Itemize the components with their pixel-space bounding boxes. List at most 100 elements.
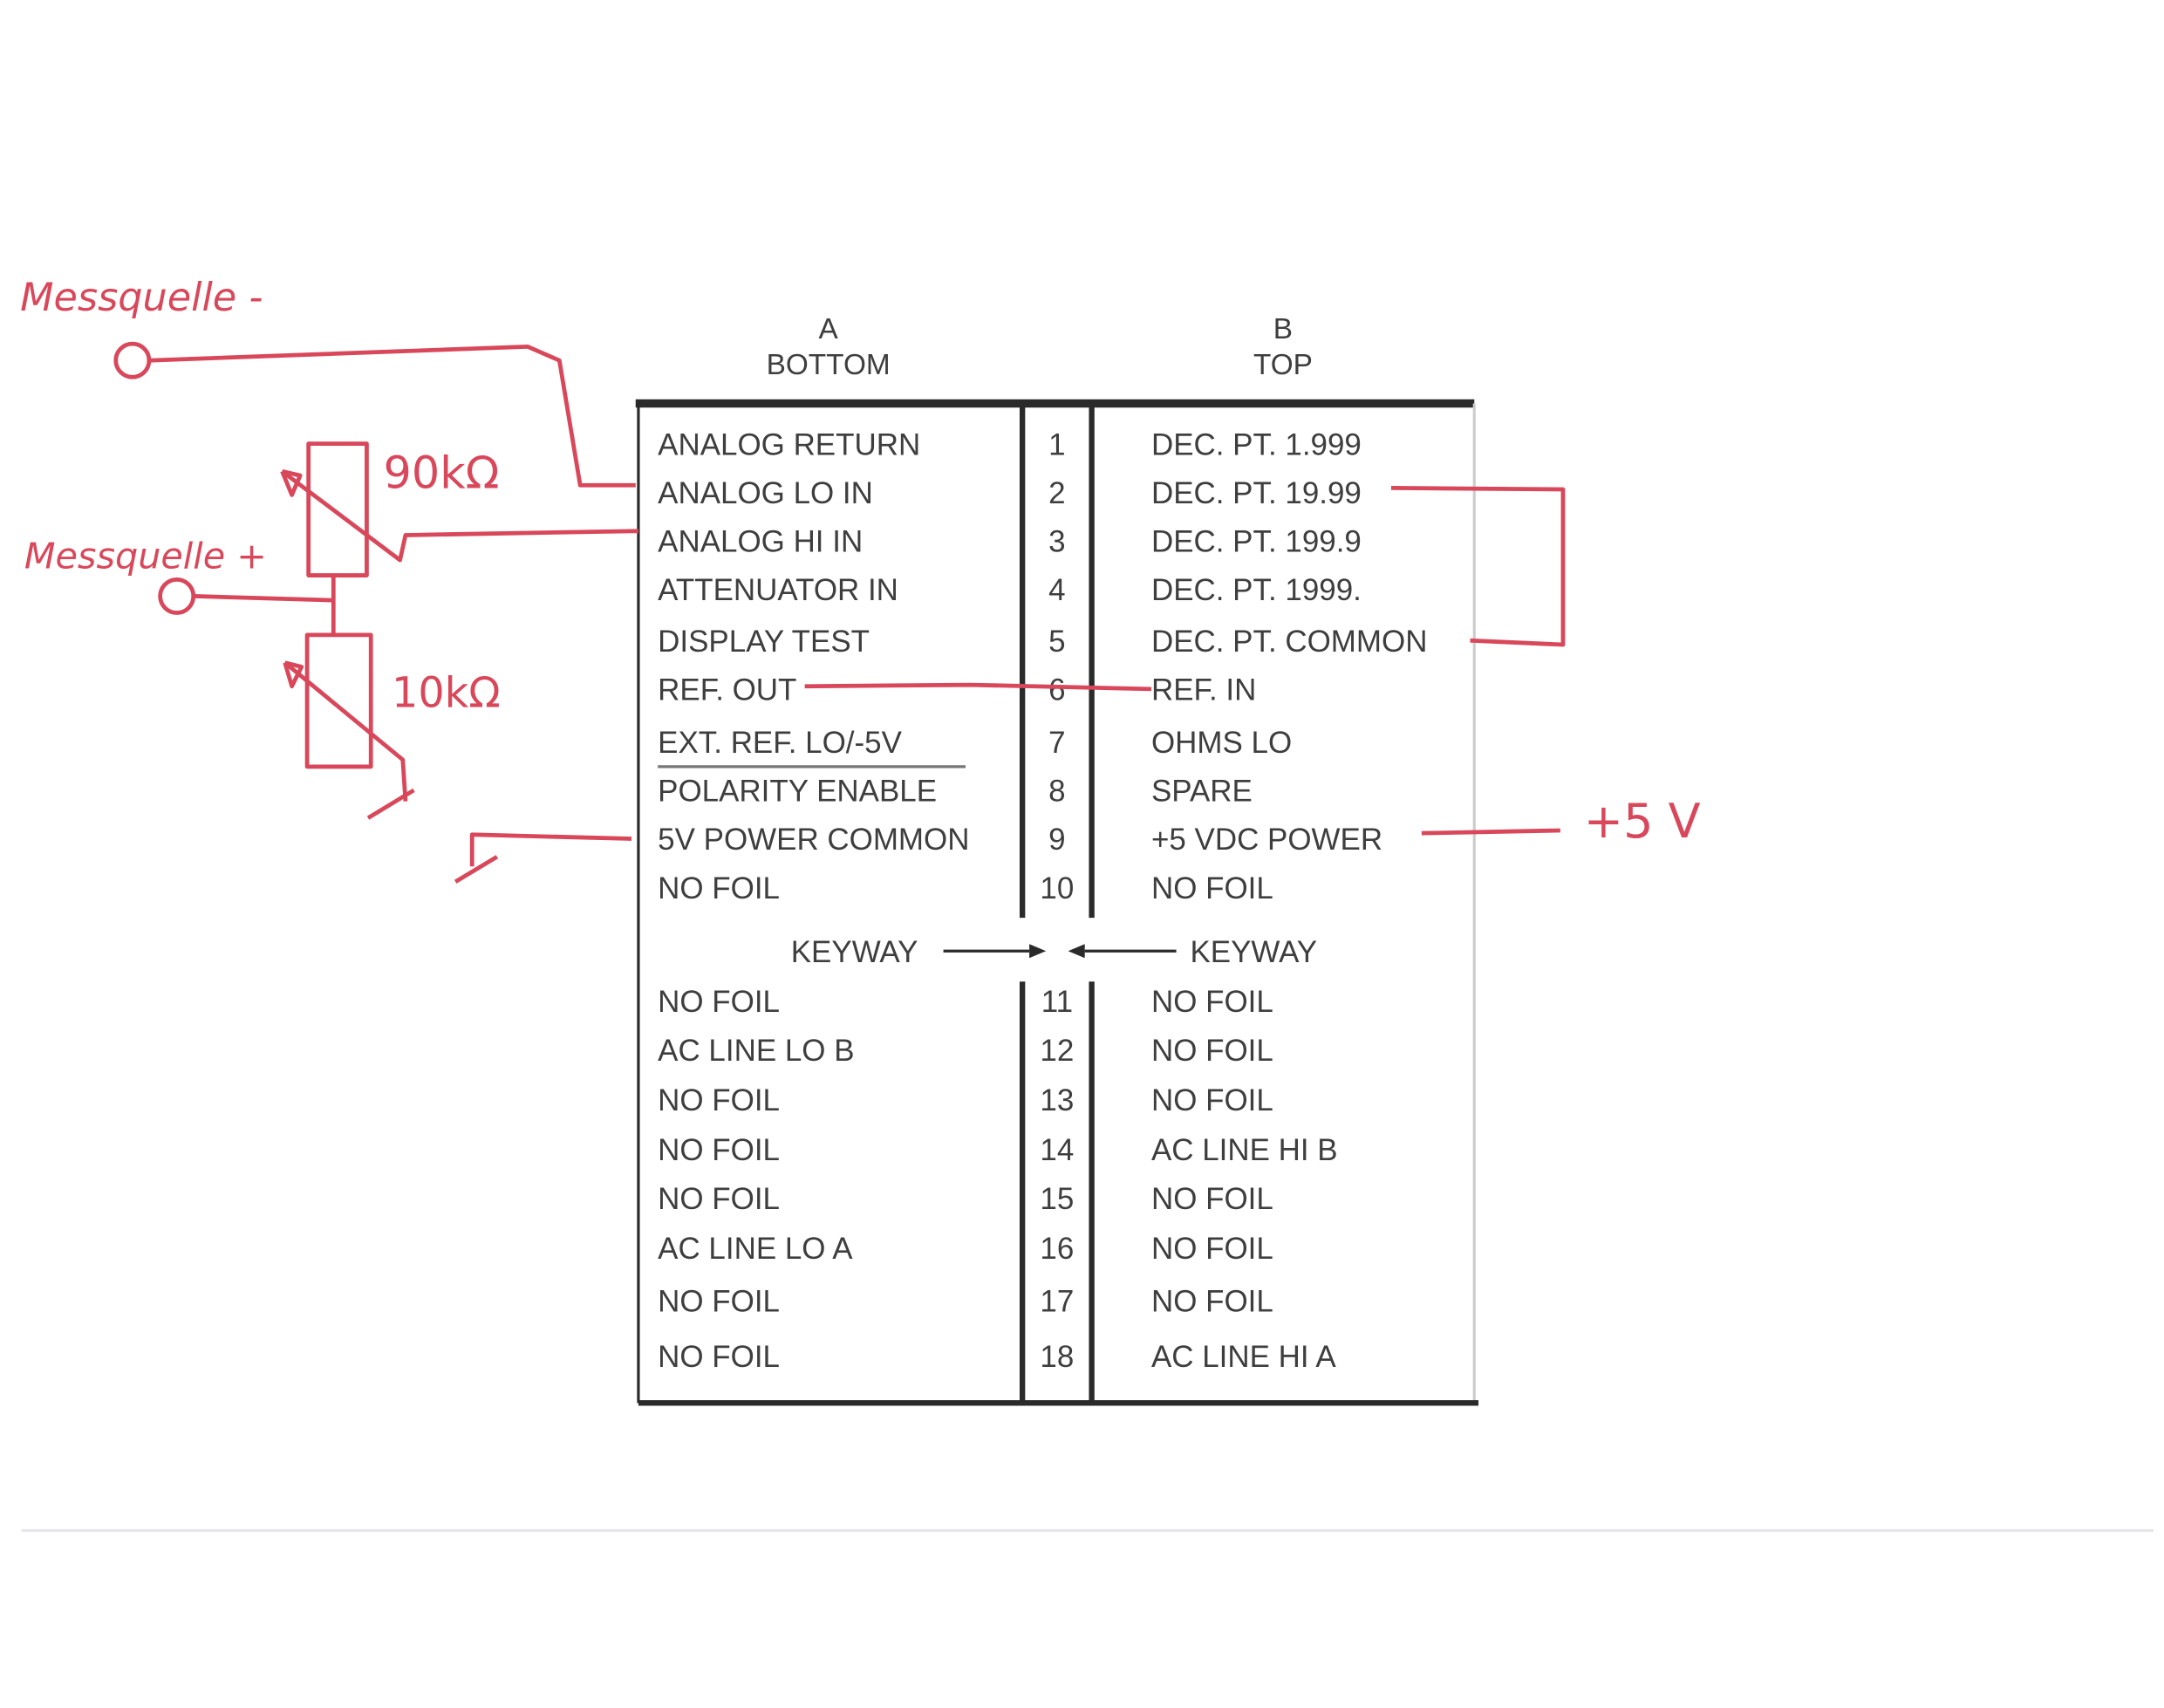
side-b-signal: DEC. PT. 199.9 (1151, 525, 1362, 559)
handwritten-circuit: Messquelle - 90kΩ Messquelle + 10kΩ +5 V (20, 276, 1701, 884)
side-a-signal: POLARITY ENABLE (658, 775, 937, 809)
pin-number: 4 (1048, 573, 1065, 607)
pin-number: 16 (1040, 1232, 1074, 1266)
pin-number: 3 (1048, 525, 1065, 559)
table-row: NO FOIL 18 AC LINE HI A (658, 1340, 1336, 1374)
table-row: POLARITY ENABLE 8 SPARE (658, 775, 1253, 809)
pin-number: 7 (1048, 726, 1065, 760)
side-b-signal: NO FOIL (1151, 1083, 1273, 1117)
pin-number: 14 (1040, 1133, 1074, 1167)
resistor-10k-label: 10kΩ (392, 670, 501, 718)
side-a-signal: ANALOG HI IN (658, 525, 863, 559)
table-row: ANALOG HI IN 3 DEC. PT. 199.9 (658, 525, 1362, 559)
side-b-signal: REF. IN (1151, 673, 1256, 707)
table-row: ANALOG RETURN 1 DEC. PT. 1.999 (658, 427, 1362, 461)
table-row: NO FOIL 14 AC LINE HI B (658, 1133, 1337, 1167)
ground-icon (454, 855, 499, 884)
pin-number: 18 (1040, 1340, 1074, 1374)
column-a-label: BOTTOM (767, 349, 891, 381)
pin-number: 13 (1040, 1083, 1074, 1117)
side-b-signal: AC LINE HI A (1151, 1340, 1336, 1374)
wire-analog-hi (281, 469, 638, 563)
column-a-letter: A (819, 313, 839, 345)
side-b-signal: NO FOIL (1151, 871, 1273, 905)
resistor-90k-label: 90kΩ (383, 447, 499, 498)
table-row: AC LINE LO B 12 NO FOIL (658, 1034, 1273, 1068)
pin-number: 11 (1041, 985, 1073, 1019)
side-b-signal: DEC. PT. 19.99 (1151, 476, 1362, 510)
pin-number: 6 (1048, 673, 1065, 707)
side-a-signal: AC LINE LO A (658, 1232, 853, 1266)
wire-lower-wiper (283, 660, 408, 802)
side-a-signal: NO FOIL (658, 871, 780, 905)
ground-icon (366, 788, 415, 820)
table-row: ATTENUATOR IN 4 DEC. PT. 1999. (658, 573, 1362, 607)
pin-number: 12 (1040, 1034, 1074, 1068)
pinout-table: A BOTTOM B TOP ANALOG RETURN 1 DEC. PT. 1.… (635, 313, 1479, 1406)
keyway-right-label: KEYWAY (1190, 935, 1317, 969)
wire-5v (1421, 828, 1560, 836)
pin-number: 2 (1048, 476, 1065, 510)
table-row: EXT. REF. LO/-5V 7 OHMS LO (658, 726, 1292, 760)
side-b-signal: AC LINE HI B (1151, 1133, 1338, 1167)
side-b-signal: DEC. PT. 1999. (1151, 573, 1362, 607)
terminal-plus-icon (158, 577, 196, 615)
side-a-signal: NO FOIL (658, 1083, 780, 1117)
side-a-signal: DISPLAY TEST (658, 625, 870, 659)
side-a-signal: NO FOIL (658, 1284, 780, 1318)
side-b-signal: +5 VDC POWER (1151, 823, 1382, 857)
side-a-signal: ATTENUATOR IN (658, 573, 898, 607)
table-row: NO FOIL 11 NO FOIL (658, 985, 1273, 1019)
side-a-signal: AC LINE LO B (658, 1034, 854, 1068)
resistor-90k-icon (306, 441, 369, 577)
pin-number: 5 (1048, 625, 1065, 659)
wire-analog-lo (148, 344, 636, 488)
column-b-label: TOP (1253, 349, 1313, 381)
side-b-signal: NO FOIL (1151, 1182, 1273, 1216)
side-a-signal: NO FOIL (658, 1133, 780, 1167)
side-b-signal: NO FOIL (1151, 1034, 1273, 1068)
side-a-signal: ANALOG LO IN (658, 476, 873, 510)
column-b-letter: B (1273, 313, 1293, 345)
side-b-signal: DEC. PT. COMMON (1151, 625, 1428, 659)
source-minus-label: Messquelle - (20, 276, 263, 320)
keyway-left-label: KEYWAY (791, 935, 918, 969)
side-a-signal: EXT. REF. LO/-5V (658, 726, 902, 760)
side-a-signal: 5V POWER COMMON (658, 823, 969, 857)
pin-number: 1 (1048, 427, 1065, 461)
table-row: REF. OUT 6 REF. IN (658, 673, 1256, 707)
table-row: DISPLAY TEST 5 DEC. PT. COMMON (658, 625, 1427, 659)
pin-number: 10 (1040, 871, 1074, 905)
side-b-signal: NO FOIL (1151, 985, 1273, 1019)
keyway-row: KEYWAY KEYWAY (791, 935, 1317, 969)
side-a-signal: NO FOIL (658, 1340, 780, 1374)
side-a-signal: NO FOIL (658, 985, 780, 1019)
wiper-arrow-icon (283, 660, 304, 689)
pin-number: 8 (1048, 775, 1065, 809)
side-b-signal: OHMS LO (1151, 726, 1292, 760)
side-a-signal: ANALOG RETURN (658, 427, 920, 461)
side-b-signal: DEC. PT. 1.999 (1151, 427, 1362, 461)
side-a-signal: REF. OUT (658, 673, 796, 707)
wire-power-common (469, 832, 632, 867)
wire-decimal-point-bridge (1390, 486, 1566, 647)
side-b-signal: SPARE (1151, 775, 1253, 809)
table-row: ANALOG LO IN 2 DEC. PT. 19.99 (658, 476, 1362, 510)
table-row: NO FOIL 13 NO FOIL (658, 1083, 1273, 1117)
wiper-arrow-icon (280, 469, 303, 497)
pin-number: 15 (1040, 1182, 1074, 1216)
arrow-left-icon (1068, 944, 1085, 959)
side-a-signal: NO FOIL (658, 1182, 780, 1216)
source-plus-label: Messquelle + (24, 536, 267, 577)
table-row: NO FOIL 10 NO FOIL (658, 871, 1273, 905)
wire-source-plus (193, 594, 334, 603)
wire-ref-out-to-ref-in (804, 682, 1152, 692)
arrow-right-icon (1029, 944, 1047, 959)
table-row: NO FOIL 15 NO FOIL (658, 1182, 1273, 1216)
